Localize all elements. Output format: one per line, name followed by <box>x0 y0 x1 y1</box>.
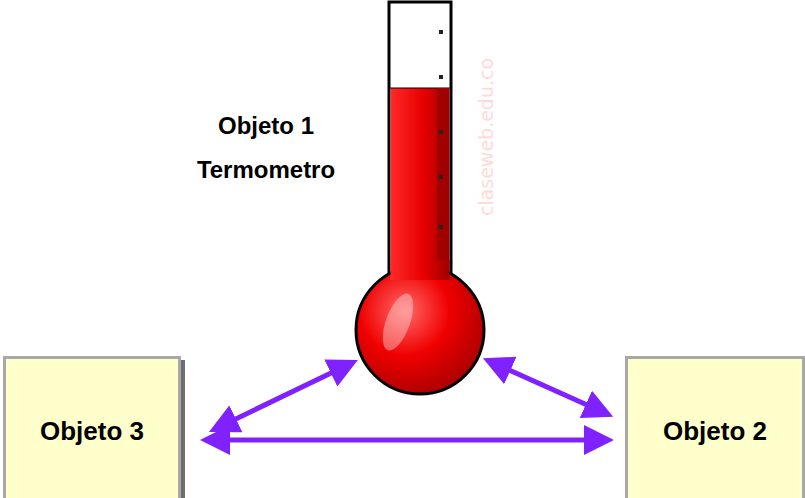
heat-exchange-arrow <box>491 362 605 413</box>
heat-exchange-arrow <box>217 364 350 428</box>
thermometer-drawing <box>338 0 488 405</box>
heat-exchange-arrow <box>209 438 605 443</box>
object-box: Objeto 2 <box>625 356 805 498</box>
thermometer: Objeto 1 Termometro <box>338 0 488 405</box>
thermometer-label: Objeto 1 Termometro <box>196 104 336 192</box>
watermark: claseweb.edu.co <box>475 58 497 216</box>
box-label: Objeto 2 <box>653 416 777 447</box>
object-box: Objeto 3 <box>3 356 181 498</box>
box-label: Objeto 3 <box>30 416 154 447</box>
